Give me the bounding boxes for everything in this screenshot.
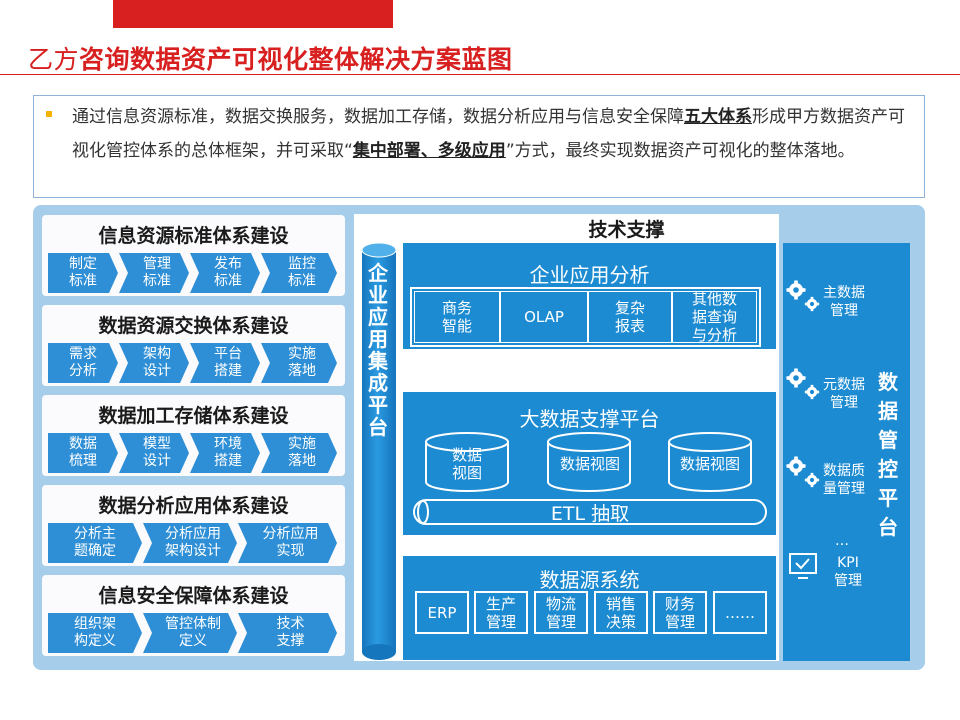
system-group-title: 数据分析应用体系建设 bbox=[98, 495, 289, 517]
governance-platform-title: 数据管控平台 bbox=[878, 370, 898, 539]
process-step-label: 环境 搭建 bbox=[214, 436, 242, 469]
system-group-title: 信息安全保障体系建设 bbox=[98, 585, 289, 607]
gear-icon bbox=[804, 296, 820, 312]
process-step: 实施 落地 bbox=[261, 433, 337, 473]
process-step: 数据 梳理 bbox=[48, 433, 118, 473]
data-view-label: 数据 视图 bbox=[451, 446, 482, 482]
gear-icons bbox=[786, 280, 820, 579]
process-step: 平台 搭建 bbox=[190, 343, 260, 383]
system-group: 数据分析应用体系建设分析主 题确定 分析应用 架构设计 分析应用 实现 bbox=[42, 485, 345, 566]
process-step-label: 实施 落地 bbox=[288, 436, 316, 469]
process-step-label: 平台 搭建 bbox=[214, 346, 242, 379]
process-step: 管控体制 定义 bbox=[143, 613, 237, 653]
integration-platform-label: 企业应用集成平台 bbox=[368, 261, 388, 439]
governance-item: 主数据 管理 bbox=[823, 285, 865, 319]
governance-item: 数据质 量管理 bbox=[823, 463, 865, 497]
gear-icon bbox=[804, 472, 820, 488]
data-view-label: 数据视图 bbox=[559, 455, 620, 473]
process-step-label: 架构 设计 bbox=[143, 346, 171, 379]
gear-icon bbox=[786, 280, 806, 300]
process-step-label: 组织架 构定义 bbox=[74, 616, 116, 649]
process-step: 管理 标准 bbox=[119, 253, 189, 293]
data-view-label: 数据视图 bbox=[679, 455, 740, 473]
gear-icon bbox=[804, 384, 820, 400]
process-step: 制定 标准 bbox=[48, 253, 118, 293]
analytics-container bbox=[410, 287, 761, 347]
process-step-label: 管控体制 定义 bbox=[165, 616, 221, 649]
intro-text-1: 通过信息资源标准，数据交换服务，数据加工存储，数据分析应用与信息安全保障 bbox=[72, 107, 684, 127]
process-step-label: 技术 支撑 bbox=[276, 616, 305, 649]
source-item: 生产 管理 bbox=[474, 591, 528, 634]
system-group-title: 数据加工存储体系建设 bbox=[98, 405, 289, 427]
process-step-label: 实施 落地 bbox=[288, 346, 316, 379]
title-prefix: 乙方 bbox=[28, 45, 80, 74]
system-group: 数据资源交换体系建设需求 分析 架构 设计 平台 搭建 实施 落地 bbox=[42, 305, 345, 386]
data-view-cylinders bbox=[413, 432, 767, 525]
process-step-label: 分析应用 架构设计 bbox=[165, 526, 221, 559]
governance-item: … bbox=[835, 533, 849, 549]
process-step-label: 分析主 题确定 bbox=[74, 526, 116, 559]
source-item: 物流 管理 bbox=[534, 591, 588, 634]
governance-item: 元数据 管理 bbox=[823, 377, 865, 411]
process-step-label: 发布 标准 bbox=[214, 256, 242, 289]
etl-label: ETL 抽取 bbox=[550, 503, 630, 525]
system-group: 信息安全保障体系建设组织架 构定义 管控体制 定义 技术 支撑 bbox=[42, 575, 345, 656]
intro-text-2: 形成甲方数据资产可视化管控体系的总体框架，并可采取“ bbox=[72, 107, 905, 161]
tech-support-title: 技术支撑 bbox=[588, 219, 665, 241]
process-step-label: 数据 梳理 bbox=[69, 436, 97, 469]
system-group-title: 数据资源交换体系建设 bbox=[98, 315, 289, 337]
analytics-item: OLAP bbox=[500, 291, 588, 343]
process-step: 分析应用 架构设计 bbox=[143, 523, 237, 563]
intro-text-3: ”方式，最终实现数据资产可视化的整体落地。 bbox=[505, 141, 855, 161]
process-step: 环境 搭建 bbox=[190, 433, 260, 473]
intro-bold-1: 五大体系 bbox=[684, 107, 752, 127]
gear-icon bbox=[786, 368, 806, 388]
process-step: 实施 落地 bbox=[261, 343, 337, 383]
process-step-label: 制定 标准 bbox=[69, 256, 97, 289]
source-item: …… bbox=[713, 591, 767, 634]
process-step: 发布 标准 bbox=[190, 253, 260, 293]
page-title: 乙方咨询数据资产可视化整体解决方案蓝图 bbox=[28, 40, 513, 76]
monitor-icon bbox=[789, 553, 817, 579]
header-accent-bar bbox=[113, 0, 393, 28]
system-group: 信息资源标准体系建设制定 标准 管理 标准 发布 标准 监控 标准 bbox=[42, 215, 345, 296]
process-step-label: 需求 分析 bbox=[69, 346, 97, 379]
bullet-icon bbox=[46, 111, 52, 117]
process-step-label: 分析应用 实现 bbox=[262, 526, 319, 559]
governance-platform-box bbox=[783, 243, 910, 661]
system-group-title: 信息资源标准体系建设 bbox=[98, 225, 289, 247]
governance-item: KPI 管理 bbox=[834, 555, 862, 589]
intro-box bbox=[33, 95, 925, 198]
process-step: 需求 分析 bbox=[48, 343, 118, 383]
title-divider bbox=[0, 74, 960, 75]
enterprise-analytics-box: 企业应用分析 商务 智能 OLAP 复杂 报表 其他数 据查询 与分析 bbox=[403, 243, 776, 349]
integration-cylinder bbox=[361, 242, 397, 660]
process-step: 架构 设计 bbox=[119, 343, 189, 383]
source-item: 财务 管理 bbox=[653, 591, 707, 634]
title-main: 咨询数据资产可视化整体解决方案蓝图 bbox=[79, 45, 513, 74]
source-item: 销售 决策 bbox=[594, 591, 648, 634]
intro-text: 通过信息资源标准，数据交换服务，数据加工存储，数据分析应用与信息安全保障五大体系… bbox=[72, 100, 918, 168]
process-step: 分析主 题确定 bbox=[48, 523, 142, 563]
source-item: ERP bbox=[415, 591, 469, 634]
gear-icon bbox=[786, 456, 806, 476]
process-step: 模型 设计 bbox=[119, 433, 189, 473]
process-step: 监控 标准 bbox=[261, 253, 337, 293]
process-step: 分析应用 实现 bbox=[238, 523, 337, 563]
process-step-label: 管理 标准 bbox=[143, 256, 171, 289]
enterprise-analytics-title: 企业应用分析 bbox=[529, 263, 650, 287]
process-step-label: 模型 设计 bbox=[143, 436, 171, 469]
intro-bold-2: 集中部署、多级应用 bbox=[352, 141, 506, 161]
process-step: 组织架 构定义 bbox=[48, 613, 142, 653]
process-step: 技术 支撑 bbox=[238, 613, 337, 653]
data-source-box: 数据源系统 ERP 生产 管理 物流 管理 销售 决策 财务 管理 …… bbox=[403, 556, 776, 660]
bigdata-platform-title: 大数据支撑平台 bbox=[519, 407, 660, 431]
system-group: 数据加工存储体系建设数据 梳理 模型 设计 环境 搭建 实施 落地 bbox=[42, 395, 345, 476]
process-step-label: 监控 标准 bbox=[288, 256, 316, 289]
analytics-item: 商务 智能 bbox=[414, 291, 500, 343]
analytics-item: 其他数 据查询 与分析 bbox=[672, 290, 757, 344]
data-source-title: 数据源系统 bbox=[539, 568, 640, 592]
analytics-item: 复杂 报表 bbox=[588, 291, 672, 343]
